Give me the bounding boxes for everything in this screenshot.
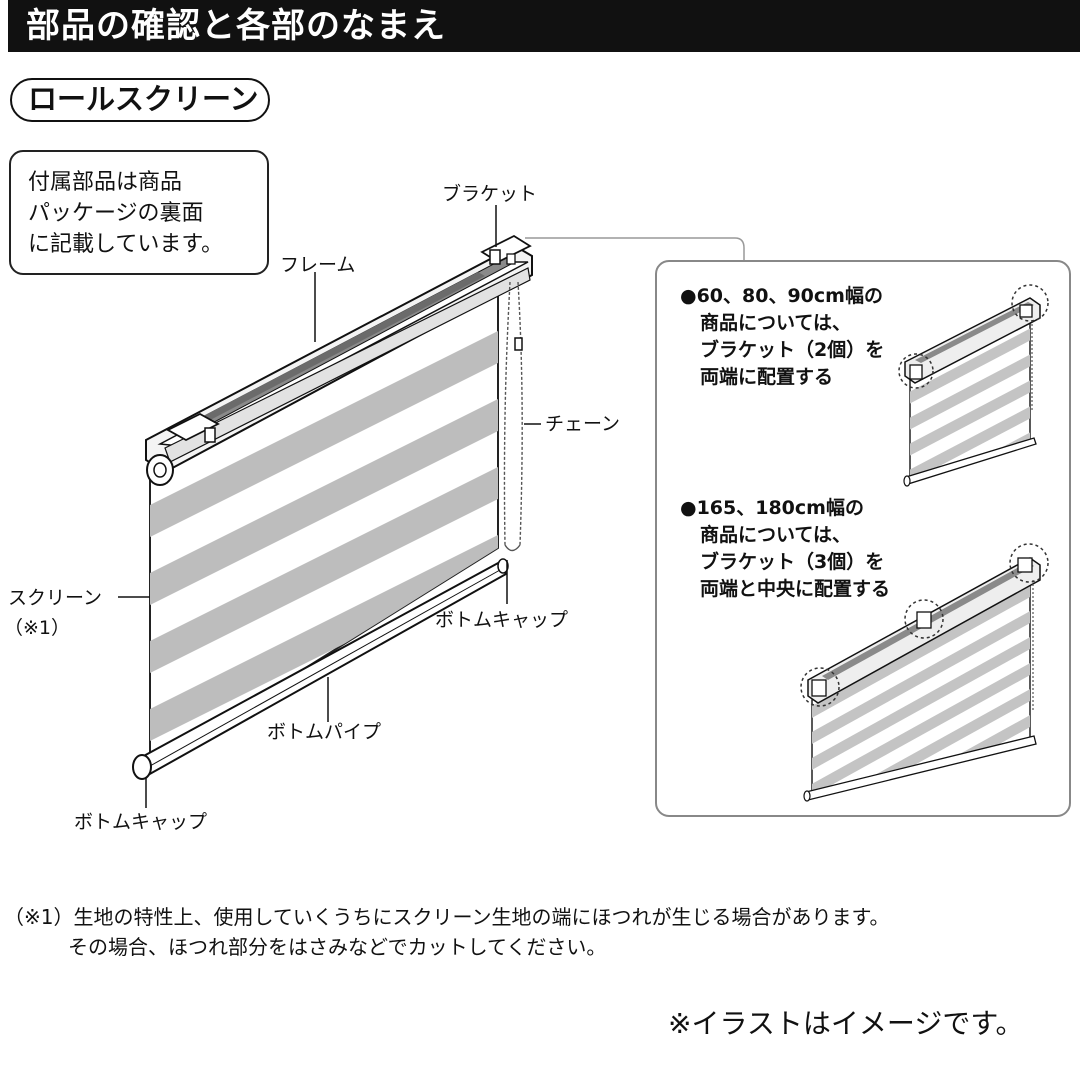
- bracket-right: [480, 234, 532, 265]
- label-frame: フレーム: [280, 254, 356, 276]
- label-chain: チェーン: [545, 413, 621, 435]
- inset-connector: [525, 237, 745, 260]
- footnote-line-1: （※1）生地の特性上、使用していくうちにスクリーン生地の端にほつれが生じる場合が…: [4, 905, 890, 929]
- inset1-line-4: 両端に配置する: [700, 366, 834, 388]
- label-screen-note: （※1）: [4, 617, 71, 639]
- note-line-2: パッケージの裏面: [28, 201, 204, 226]
- note-line-1: 付属部品は商品: [28, 170, 183, 195]
- accessory-note-box: [9, 150, 269, 275]
- inset1-line-3: ブラケット（2個）を: [700, 339, 885, 361]
- inset1-line-1: ●60、80、90cm幅の: [680, 285, 883, 307]
- label-bracket: ブラケット: [442, 183, 538, 205]
- inset2-line-3: ブラケット（3個）を: [700, 551, 885, 573]
- label-bottom-cap-right: ボトムキャップ: [435, 609, 569, 631]
- footnote-line-2: その場合、ほつれ部分をはさみなどでカットしてください。: [68, 935, 607, 959]
- chain: [503, 281, 523, 552]
- header-bar: [8, 0, 1080, 52]
- section-label: ロールスクリーン: [28, 82, 259, 116]
- bracket-left: [166, 412, 220, 443]
- label-bottom-cap-left: ボトムキャップ: [74, 811, 208, 833]
- section-pill: [10, 78, 270, 122]
- bracket-placement-inset: [655, 260, 1071, 817]
- frame-headrail: [145, 244, 533, 486]
- page-title: 部品の確認と各部のなまえ: [26, 6, 446, 46]
- note-line-3: に記載しています。: [28, 232, 224, 257]
- inset2-line-2: 商品については、: [700, 524, 852, 546]
- inset2-line-4: 両端と中央に配置する: [700, 578, 891, 600]
- label-bottom-pipe: ボトムパイプ: [267, 721, 382, 743]
- illustration-disclaimer: ※イラストはイメージです。: [668, 1007, 1024, 1040]
- bottom-pipe: [132, 558, 509, 780]
- label-screen: スクリーン: [8, 587, 103, 609]
- inset1-line-2: 商品については、: [700, 312, 852, 334]
- inset-illustration-1: [898, 284, 1049, 487]
- inset2-line-1: ●165、180cm幅の: [680, 497, 864, 519]
